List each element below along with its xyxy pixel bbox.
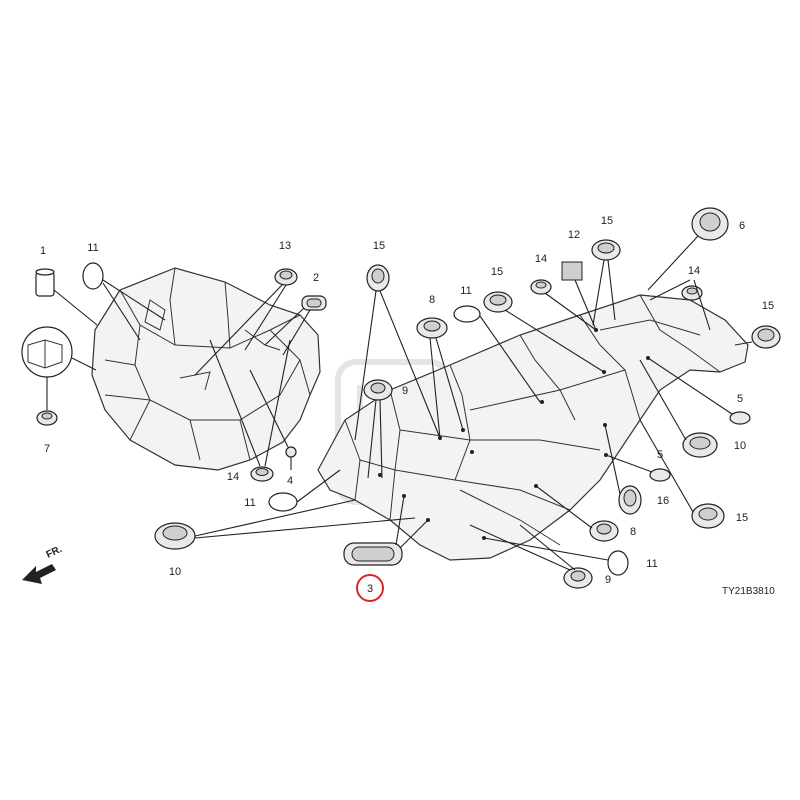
part-13-grommet [194,268,298,376]
callouts: 1 11 13 2 15 8 11 15 14 12 15 6 14 15 7 … [40,215,774,595]
callout-13[interactable]: 13 [279,240,291,252]
part-5-plug-b [605,454,671,482]
detail-zoom-circle [21,326,97,378]
part-15-grommet-c [591,239,621,326]
callout-9[interactable]: 9 [402,385,408,397]
part-15-grommet-e [639,419,725,529]
callout-3[interactable]: 3 [367,583,373,595]
part-16-grommet [604,424,642,515]
part-5-plug-a [647,357,751,425]
part-11-seal-a [82,262,166,341]
callout-7[interactable]: 7 [44,443,50,455]
part-15-grommet-a [354,264,441,441]
callout-15[interactable]: 15 [601,215,613,227]
part-15-grommet-d [734,325,781,349]
part-11-seal-b [453,305,541,403]
callout-14[interactable]: 14 [227,471,239,483]
callout-16[interactable]: 16 [657,495,669,507]
callout-11[interactable]: 11 [244,497,255,509]
callout-5[interactable]: 5 [657,449,663,461]
callout-11[interactable]: 11 [460,285,471,297]
part-8-grommet-a [416,317,464,439]
callout-10[interactable]: 10 [734,440,746,452]
callout-10[interactable]: 10 [169,566,181,578]
part-14-grommet-a [209,339,291,482]
part-12-tape [561,261,597,331]
callout-1[interactable]: 1 [40,245,46,257]
part-14-grommet-c [649,279,711,331]
callout-4[interactable]: 4 [287,475,293,487]
callout-15[interactable]: 15 [736,512,748,524]
part-15-grommet-b [483,291,605,373]
callout-6[interactable]: 6 [739,220,745,232]
part-10-grommet-a [154,499,416,550]
part-6-grommet [647,207,729,291]
callout-9[interactable]: 9 [605,574,611,586]
callout-2[interactable]: 2 [313,272,319,284]
part-1-plug [35,268,98,326]
part-2-grommet [264,295,327,356]
front-body-frame [91,267,321,471]
callout-12[interactable]: 12 [568,229,580,241]
front-direction-arrow: FR. [22,544,64,584]
callout-15[interactable]: 15 [491,266,503,278]
part-7-clip [36,377,58,426]
diagram-code: TY21B3810 [722,586,775,597]
part-9-grommet-b [469,524,593,589]
floor-pan [317,294,749,561]
callout-5[interactable]: 5 [737,393,743,405]
part-3-grommet [343,495,429,566]
highlight-circle [356,574,384,602]
callout-14[interactable]: 14 [535,253,547,265]
callout-8[interactable]: 8 [630,526,636,538]
part-8-grommet-b [535,485,619,542]
callout-14[interactable]: 14 [688,265,700,277]
part-11-seal-c [268,469,341,512]
callout-15[interactable]: 15 [762,300,774,312]
callout-15[interactable]: 15 [373,240,385,252]
front-label: FR. [45,544,64,561]
callout-11[interactable]: 11 [646,558,657,570]
part-9-grommet-a [363,379,393,479]
callout-11[interactable]: 11 [87,242,98,254]
callout-8[interactable]: 8 [429,294,435,306]
part-14-grommet-b [530,279,597,331]
part-10-grommet-b [639,359,718,458]
part-4-clip [249,369,297,470]
part-11-seal-d [483,537,629,576]
